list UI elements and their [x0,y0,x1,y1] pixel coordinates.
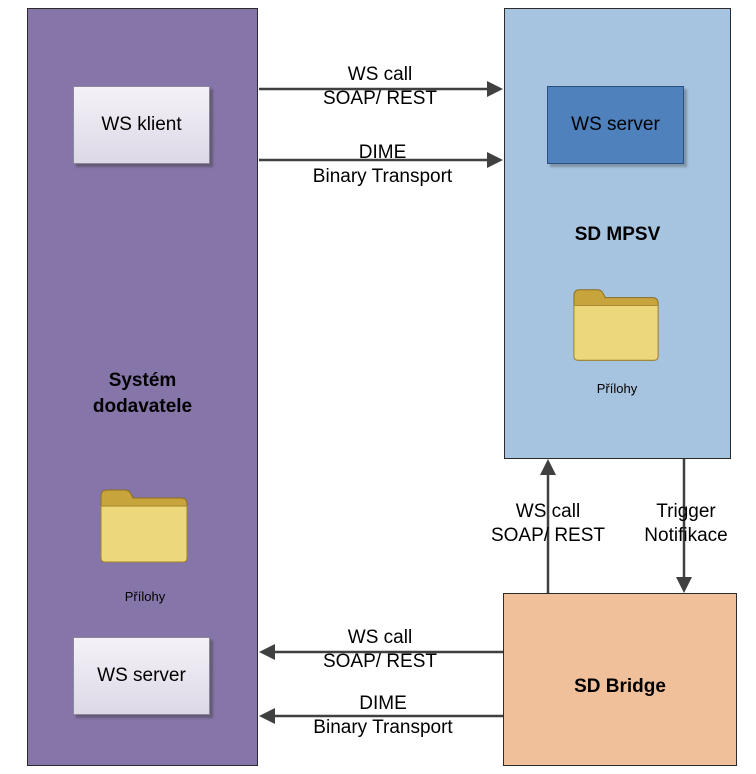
top-dime-label: DIME Binary Transport [290,141,475,189]
bottom-call-label-line2: SOAP/ REST [322,651,438,672]
sd-mpsv-title: SD MPSV [574,224,661,245]
top-dime-label-line2: Binary Transport [312,166,453,187]
bridge-call-up-label: WS call SOAP/ REST [478,500,618,548]
top-call-label-line2: SOAP/ REST [322,88,438,109]
top-call-label: WS call SOAP/ REST [300,63,460,111]
ws-client-box[interactable]: WS klient [73,86,210,164]
supplier-attachments-folder-icon [100,489,188,563]
bottom-call-label-line1: WS call [347,627,413,648]
mpsv-attachments-folder-icon [573,289,659,361]
mpsv-attachments-label: Přílohy [596,381,638,396]
trigger-down-label-line2: Notifikace [644,525,728,546]
bridge-call-up-label-line2: SOAP/ REST [490,525,606,546]
supplier-system-title-line1: Systém [108,370,177,391]
top-call-arrowhead [487,81,503,97]
top-dime-label-line1: DIME [358,142,407,163]
bottom-dime-label-line1: DIME [359,693,407,714]
sd-mpsv-panel [504,8,731,459]
bottom-dime-label: DIME Binary Transport [288,692,478,740]
mpsv-ws-server-box[interactable]: WS server [547,86,684,164]
bottom-call-label: WS call SOAP/ REST [300,626,460,674]
supplier-system-title-line2: dodavatele [92,396,193,417]
sd-bridge-panel [503,593,737,766]
top-call-label-line1: WS call [347,64,413,85]
bottom-call-arrowhead [259,644,275,660]
bottom-dime-arrowhead [259,708,275,724]
supplier-ws-server-box[interactable]: WS server [73,637,210,715]
trigger-down-label-line1: Trigger [656,501,716,522]
bridge-call-up-label-line1: WS call [515,501,581,522]
top-dime-arrowhead [487,152,503,168]
bottom-dime-label-line2: Binary Transport [313,717,453,738]
supplier-system-title: Systém dodavatele [27,368,258,420]
sd-bridge-title: SD Bridge [574,676,666,697]
supplier-attachments-label: Přílohy [124,589,166,604]
bridge-call-up-arrowhead [540,459,556,475]
trigger-down-label: Trigger Notifikace [626,500,746,548]
trigger-down-arrowhead [676,577,692,593]
